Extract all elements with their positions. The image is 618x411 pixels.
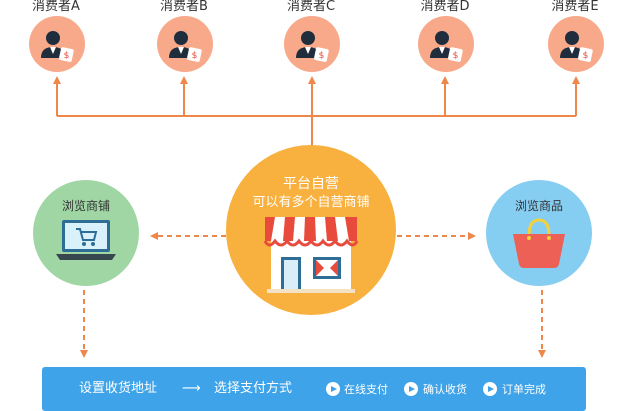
user-icon: $ [430, 31, 463, 62]
svg-text:$: $ [319, 51, 325, 61]
store-icon [263, 217, 359, 293]
platform-title: 平台自营 [283, 176, 339, 192]
price-tag-icon: $ [314, 47, 329, 62]
price-tag-icon: $ [448, 47, 463, 62]
browse-products-label: 浏览商品 [514, 199, 563, 213]
browse-shops-node: 浏览商铺 [33, 180, 139, 286]
user-icon: $ [41, 31, 74, 62]
consumer-avatar-circle: $ [418, 16, 474, 72]
flow-arrow-icon: ⟶ [182, 381, 201, 396]
flow-step-set-address: 设置收货地址 [79, 381, 158, 396]
flow-step-order-complete: 订单完成 [502, 383, 546, 396]
svg-text:$: $ [453, 51, 459, 61]
consumer-a: 消费者A $ [16, 0, 96, 72]
play-icon [404, 382, 418, 396]
consumer-avatar-circle: $ [157, 16, 213, 72]
user-icon: $ [296, 31, 329, 62]
consumer-b: 消费者B $ [144, 0, 224, 72]
consumer-label: 消费者C [286, 0, 336, 14]
laptop-cart-icon [56, 220, 116, 260]
consumer-c: 消费者C $ [271, 0, 351, 72]
consumer-label: 消费者B [160, 0, 208, 14]
consumer-avatar-circle: $ [284, 16, 340, 72]
flow-step-confirm-receipt: 确认收货 [423, 383, 467, 396]
shopping-bag-icon [513, 218, 565, 268]
svg-text:$: $ [64, 51, 70, 61]
platform-node: 平台自营 可以有多个自营商铺 [226, 145, 396, 315]
browse-shops-label: 浏览商铺 [61, 199, 110, 213]
platform-subtitle: 可以有多个自营商铺 [252, 195, 370, 210]
consumer-label: 消费者A [32, 0, 80, 14]
consumer-d: 消费者D $ [405, 0, 485, 72]
consumer-avatar-circle: $ [29, 16, 85, 72]
browse-products-node: 浏览商品 [486, 180, 592, 286]
price-tag-icon: $ [187, 47, 202, 62]
svg-text:$: $ [192, 51, 198, 61]
flow-step-choose-payment: 选择支付方式 [214, 381, 293, 396]
consumer-avatar-circle: $ [548, 16, 604, 72]
flow-step-online-pay: 在线支付 [344, 383, 388, 396]
price-tag-icon: $ [578, 47, 593, 62]
user-icon: $ [169, 31, 202, 62]
price-tag-icon: $ [59, 47, 74, 62]
user-icon: $ [560, 31, 593, 62]
consumer-e: 消费者E $ [535, 0, 615, 72]
consumer-label: 消费者E [551, 0, 599, 14]
play-icon [483, 382, 497, 396]
consumer-label: 消费者D [420, 0, 470, 14]
order-flow-bar: 设置收货地址 ⟶ 选择支付方式 在线支付 确认收货 订单完成 [42, 367, 586, 411]
svg-text:$: $ [583, 51, 589, 61]
play-icon [326, 382, 340, 396]
